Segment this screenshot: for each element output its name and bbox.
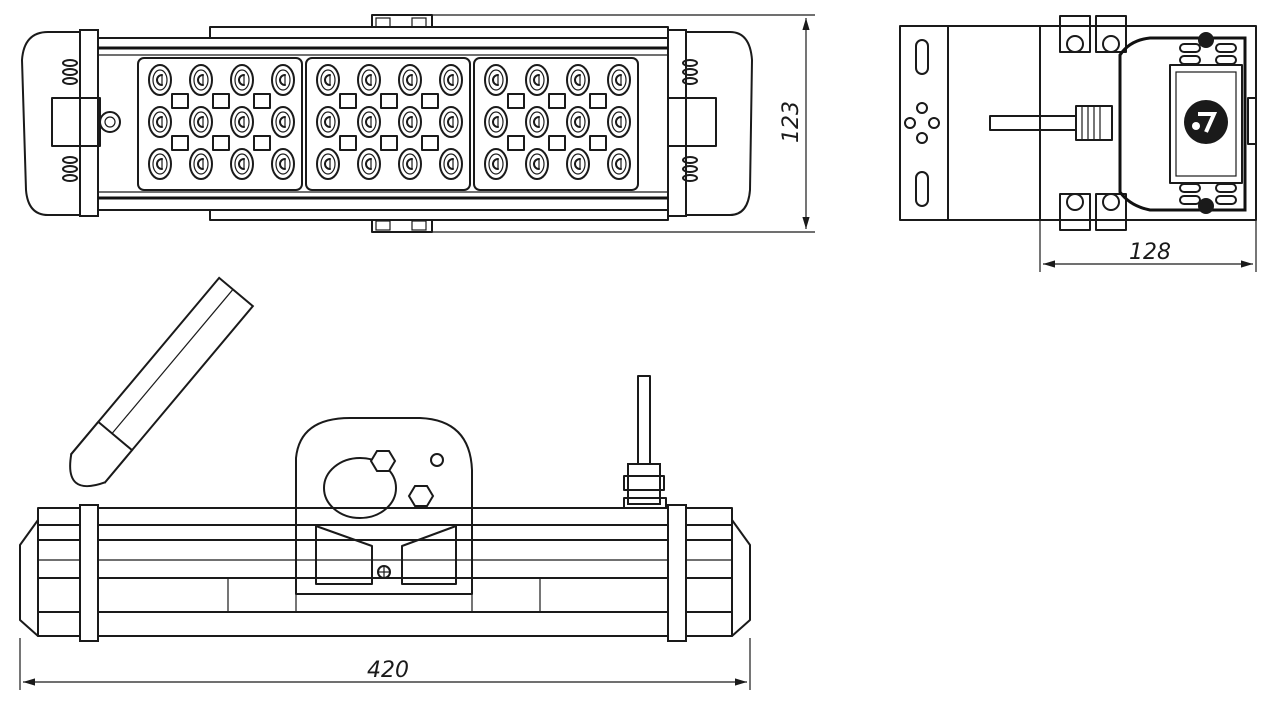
led-module bbox=[473, 57, 639, 191]
pivot-bracket bbox=[295, 417, 473, 595]
length-dimension: 420 bbox=[19, 638, 751, 690]
led-lens bbox=[316, 106, 340, 138]
cable bbox=[637, 375, 651, 465]
led-lens bbox=[230, 106, 254, 138]
led-driver-pad bbox=[212, 93, 230, 109]
left-end-cap bbox=[21, 31, 97, 216]
led-driver-pad bbox=[421, 135, 439, 151]
led-driver-pad bbox=[507, 93, 525, 109]
led-lens bbox=[607, 148, 631, 180]
length-label: 420 bbox=[367, 658, 409, 683]
height-label: 123 bbox=[779, 101, 804, 143]
left-clamp-band bbox=[79, 29, 99, 217]
led-lens bbox=[484, 64, 508, 96]
led-lens bbox=[357, 148, 381, 180]
led-lens bbox=[271, 64, 295, 96]
brand-logo bbox=[1184, 100, 1228, 144]
led-driver-pad bbox=[212, 135, 230, 151]
led-driver-pad bbox=[380, 93, 398, 109]
led-driver-pad bbox=[548, 135, 566, 151]
led-lens bbox=[271, 148, 295, 180]
led-driver-pad bbox=[589, 93, 607, 109]
led-driver-pad bbox=[507, 135, 525, 151]
led-lens bbox=[148, 106, 172, 138]
led-lens bbox=[398, 148, 422, 180]
led-module bbox=[305, 57, 471, 191]
led-lens bbox=[148, 64, 172, 96]
profile-housing bbox=[37, 507, 733, 637]
height-dimension: 123 bbox=[432, 14, 815, 233]
led-driver-pad bbox=[421, 93, 439, 109]
led-lens bbox=[398, 106, 422, 138]
led-lens bbox=[607, 64, 631, 96]
profile-view bbox=[19, 276, 751, 642]
led-lens bbox=[357, 106, 381, 138]
led-lens bbox=[148, 148, 172, 180]
led-lens bbox=[566, 148, 590, 180]
led-driver-pad bbox=[171, 135, 189, 151]
led-lens bbox=[525, 106, 549, 138]
depth-label: 128 bbox=[1129, 240, 1171, 265]
led-lens bbox=[316, 64, 340, 96]
right-clamp-band bbox=[667, 29, 687, 217]
led-driver-pad bbox=[589, 135, 607, 151]
led-array bbox=[137, 57, 639, 191]
led-lens bbox=[357, 64, 381, 96]
side-view bbox=[899, 15, 1257, 231]
heatsink-body bbox=[1118, 36, 1247, 212]
led-driver-pad bbox=[339, 135, 357, 151]
led-lens bbox=[439, 64, 463, 96]
led-driver-pad bbox=[380, 135, 398, 151]
led-lens bbox=[316, 148, 340, 180]
led-lens bbox=[525, 64, 549, 96]
led-lens bbox=[439, 106, 463, 138]
front-view bbox=[21, 14, 753, 233]
depth-dimension: 128 bbox=[1039, 220, 1257, 272]
led-driver-pad bbox=[171, 93, 189, 109]
led-lens bbox=[525, 148, 549, 180]
led-lens bbox=[566, 64, 590, 96]
led-lens bbox=[398, 64, 422, 96]
led-lens bbox=[189, 148, 213, 180]
led-lens bbox=[189, 64, 213, 96]
led-lens bbox=[566, 106, 590, 138]
led-module bbox=[137, 57, 303, 191]
led-lens bbox=[607, 106, 631, 138]
led-lens bbox=[189, 106, 213, 138]
led-driver-pad bbox=[548, 93, 566, 109]
led-lens bbox=[271, 106, 295, 138]
right-end-cap bbox=[679, 31, 753, 216]
led-driver-pad bbox=[253, 93, 271, 109]
led-lens bbox=[230, 148, 254, 180]
body-outline bbox=[97, 37, 669, 211]
led-lens bbox=[484, 106, 508, 138]
led-driver-pad bbox=[339, 93, 357, 109]
led-lens bbox=[484, 148, 508, 180]
led-driver-pad bbox=[253, 135, 271, 151]
led-lens bbox=[439, 148, 463, 180]
led-lens bbox=[230, 64, 254, 96]
